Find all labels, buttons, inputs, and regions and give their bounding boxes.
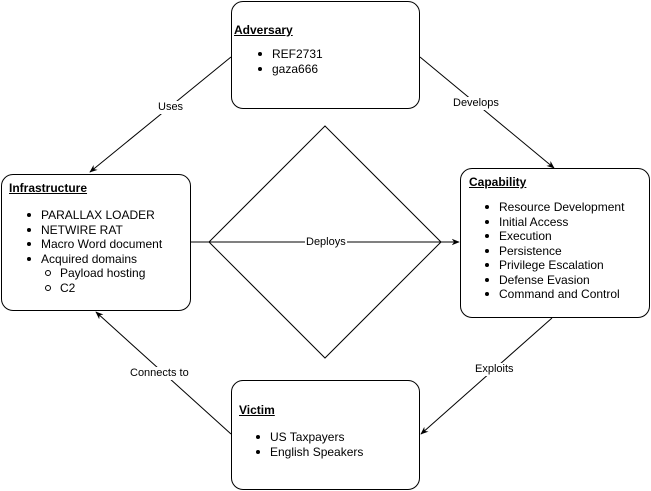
list-item: Persistence: [481, 244, 624, 259]
victim-title: Victim: [239, 403, 275, 417]
edge-uses-line: [89, 56, 232, 173]
list-item: English Speakers: [252, 445, 363, 460]
list-item: REF2731: [254, 47, 323, 62]
edge-label-connects-to: Connects to: [129, 367, 190, 380]
diamond-shape: [208, 125, 442, 359]
sub-list-item: C2: [23, 281, 162, 296]
edge-label-uses: Uses: [157, 101, 185, 114]
infrastructure-title: Infrastructure: [9, 181, 88, 195]
adversary-node[interactable]: Adversary REF2731 gaza666: [231, 1, 420, 109]
list-item: Acquired domains: [23, 252, 162, 267]
edge-label-deploys: Deploys: [305, 236, 347, 249]
list-item: US Taxpayers: [252, 430, 363, 445]
infrastructure-node[interactable]: Infrastructure PARALLAX LOADER NETWIRE R…: [1, 174, 191, 311]
list-item: PARALLAX LOADER: [23, 208, 162, 223]
edge-label-develops: Develops: [452, 97, 500, 110]
edge-exploits-line: [420, 317, 553, 435]
sub-list-item: Payload hosting: [23, 266, 162, 281]
victim-node[interactable]: Victim US Taxpayers English Speakers: [231, 380, 420, 490]
edge-develops-line: [419, 56, 555, 169]
adversary-title: Adversary: [234, 23, 293, 37]
list-item: Command and Control: [481, 287, 624, 302]
edge-label-exploits: Exploits: [474, 363, 515, 376]
list-item: Initial Access: [481, 215, 624, 230]
list-item: Resource Development: [481, 200, 624, 215]
capability-list: Resource Development Initial Access Exec…: [481, 200, 624, 302]
infrastructure-list: PARALLAX LOADER NETWIRE RAT Macro Word d…: [23, 208, 162, 295]
capability-title: Capability: [469, 175, 527, 189]
list-item: Macro Word document: [23, 237, 162, 252]
capability-node[interactable]: Capability Resource Development Initial …: [460, 168, 650, 318]
list-item: gaza666: [254, 62, 323, 77]
list-item: Defense Evasion: [481, 273, 624, 288]
list-item: Execution: [481, 229, 624, 244]
victim-list: US Taxpayers English Speakers: [252, 430, 363, 459]
list-item: Privilege Escalation: [481, 258, 624, 273]
list-item: NETWIRE RAT: [23, 223, 162, 238]
adversary-list: REF2731 gaza666: [254, 47, 323, 76]
